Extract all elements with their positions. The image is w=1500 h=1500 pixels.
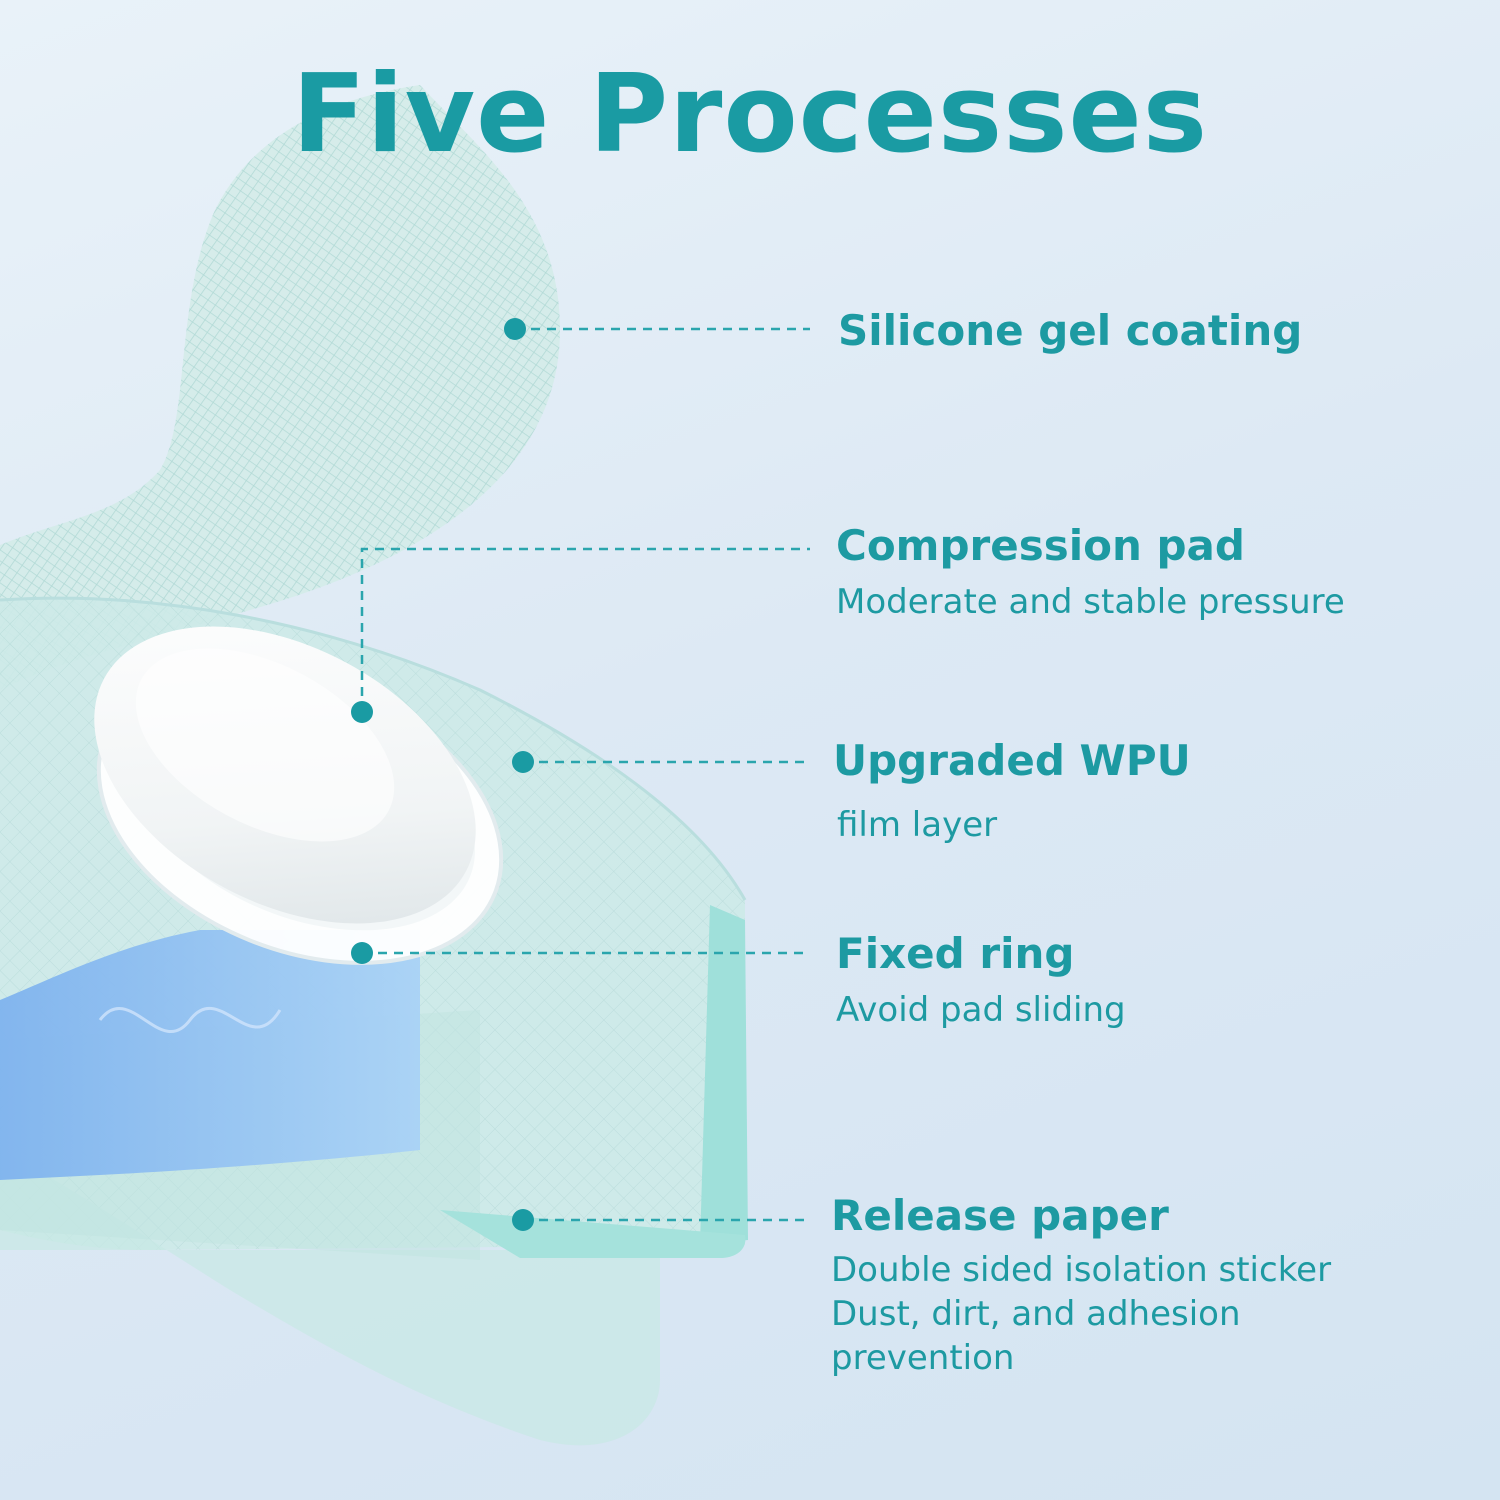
- callout-description: Moderate and stable pressure: [836, 582, 1345, 622]
- callout-heading: Compression pad: [836, 521, 1245, 570]
- callout-heading: Fixed ring: [836, 929, 1075, 978]
- callout-dots: [351, 318, 534, 1231]
- callout-heading: Release paper: [831, 1191, 1169, 1240]
- dot-silicone: [504, 318, 526, 340]
- silicone-gel-mesh: [0, 85, 560, 690]
- leader-lines: [360, 327, 810, 1222]
- callout-heading: Upgraded WPU: [833, 736, 1191, 785]
- dot-wpu: [512, 751, 534, 773]
- blue-liner-band: [0, 930, 420, 1180]
- callout-heading: Silicone gel coating: [838, 306, 1303, 355]
- callout-compression-pad: Compression pad Moderate and stable pres…: [836, 520, 1345, 624]
- callout-fixed-ring: Fixed ring Avoid pad sliding: [836, 928, 1126, 1032]
- compression-pad: [94, 626, 476, 924]
- callout-description: Avoid pad sliding: [836, 990, 1126, 1030]
- callout-upgraded-wpu: Upgraded WPU film layer: [833, 735, 1191, 847]
- dot-release: [512, 1209, 534, 1231]
- callout-description: Double sided isolation sticker: [831, 1250, 1332, 1290]
- callout-description: prevention: [831, 1338, 1015, 1378]
- callout-release-paper: Release paper Double sided isolation sti…: [831, 1190, 1331, 1380]
- page-title: Five Processes: [291, 52, 1209, 177]
- dot-compression: [351, 701, 373, 723]
- dot-fixed-ring: [351, 942, 373, 964]
- callout-silicone-gel: Silicone gel coating: [838, 305, 1302, 357]
- callout-description: film layer: [837, 805, 998, 845]
- callout-description: Dust, dirt, and adhesion: [831, 1294, 1241, 1334]
